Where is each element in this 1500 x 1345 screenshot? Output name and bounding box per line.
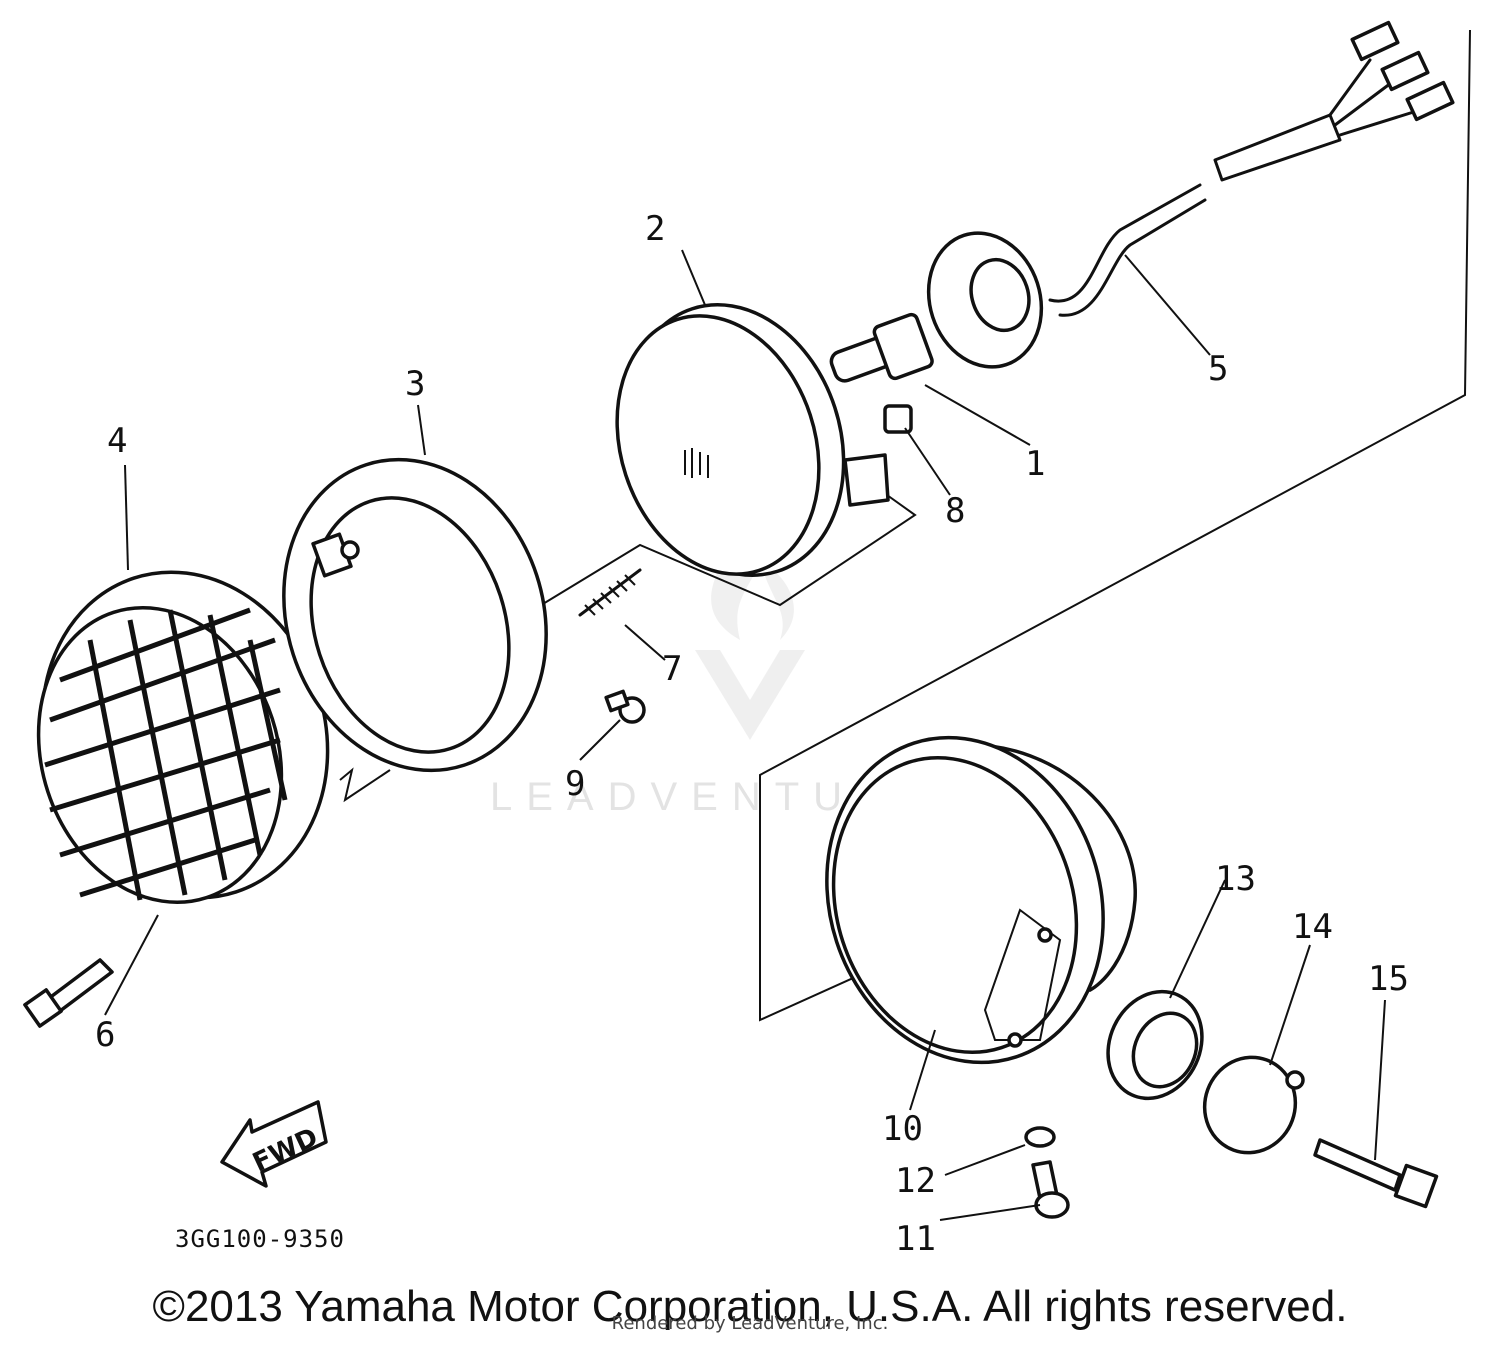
- diagram-code: 3GG100-9350: [175, 1225, 345, 1253]
- leader-lines: [104, 249, 1386, 1221]
- callout-14: 14: [1292, 907, 1333, 947]
- grommet: [1106, 989, 1204, 1101]
- callout-9: 9: [565, 764, 585, 804]
- bolt-long: [1313, 1138, 1439, 1209]
- callout-6: 6: [95, 1015, 115, 1055]
- callout-3: 3: [405, 364, 425, 404]
- callout-1: 1: [1025, 444, 1045, 484]
- callout-2: 2: [645, 209, 665, 249]
- spring: [578, 568, 642, 617]
- cap: [1202, 1055, 1305, 1155]
- callout-15: 15: [1368, 959, 1409, 999]
- headlight-guard: [36, 570, 330, 904]
- rendered-by-notice: Rendered by LeadVenture, Inc.: [611, 1313, 889, 1334]
- nut: [883, 404, 913, 434]
- socket-wiring: [926, 20, 1455, 369]
- callout-8: 8: [945, 491, 965, 531]
- callout-4: 4: [107, 421, 127, 461]
- callout-11: 11: [895, 1219, 936, 1259]
- headlight-rim: [282, 457, 548, 773]
- callout-7: 7: [662, 649, 682, 689]
- callout-10: 10: [882, 1109, 923, 1149]
- bulb: [829, 312, 934, 383]
- headlight-body: [825, 735, 1137, 1065]
- callout-5: 5: [1208, 349, 1228, 389]
- bolt: [23, 958, 114, 1028]
- forward-arrow-icon: [220, 1100, 328, 1188]
- callout-13: 13: [1215, 859, 1256, 899]
- copyright-notice: ©2013 Yamaha Motor Corporation, U.S.A. A…: [152, 1282, 1348, 1331]
- washer: [1024, 1126, 1056, 1148]
- screw-small: [1031, 1160, 1070, 1219]
- headlight-unit: [615, 303, 890, 577]
- callout-12: 12: [895, 1161, 936, 1201]
- screw: [604, 689, 646, 724]
